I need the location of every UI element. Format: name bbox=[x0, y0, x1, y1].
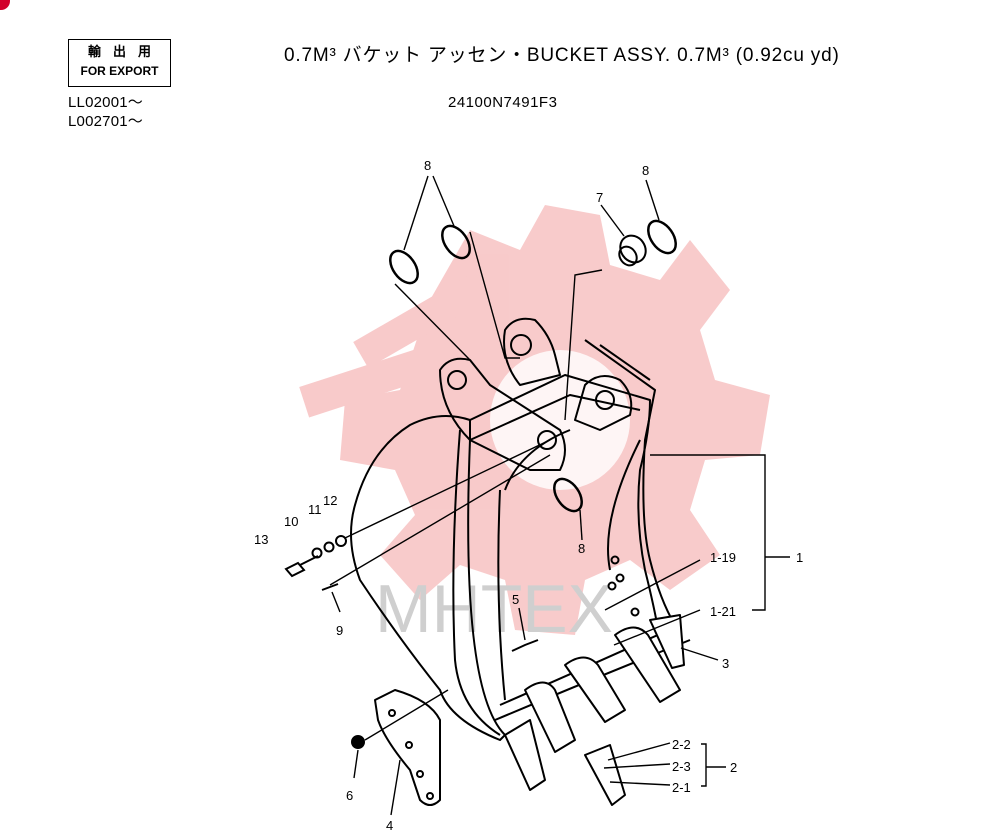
serial-range-1: LL02001～ bbox=[68, 94, 143, 111]
callout-2-1: 2-1 bbox=[672, 780, 691, 795]
callout-10: 10 bbox=[284, 514, 298, 529]
callout-8b: 8 bbox=[642, 163, 649, 178]
callout-12: 12 bbox=[323, 493, 337, 508]
callout-1-21: 1-21 bbox=[710, 604, 736, 619]
callout-2-3: 2-3 bbox=[672, 759, 691, 774]
page-corner-badge bbox=[0, 0, 10, 10]
callout-3: 3 bbox=[722, 656, 729, 671]
watermark-text: MHTEX bbox=[375, 571, 613, 647]
bushing-part bbox=[618, 234, 647, 267]
callout-5: 5 bbox=[512, 592, 519, 607]
leader-lines bbox=[329, 175, 790, 816]
callout-2-2: 2-2 bbox=[672, 737, 691, 752]
callout-6: 6 bbox=[346, 788, 353, 803]
page-title: 0.7M³ バケット アッセン・BUCKET ASSY. 0.7M³ (0.92… bbox=[284, 45, 840, 66]
bucket-teeth bbox=[504, 614, 685, 806]
o-ring-parts bbox=[389, 219, 677, 513]
callout-1-19: 1-19 bbox=[710, 550, 736, 565]
callout-4: 4 bbox=[386, 818, 393, 833]
export-label-box: 輸出用 FOR EXPORT bbox=[68, 39, 171, 87]
export-label-en: FOR EXPORT bbox=[80, 64, 159, 78]
callout-13: 13 bbox=[254, 532, 268, 547]
callout-2: 2 bbox=[730, 760, 737, 775]
fastener-parts bbox=[284, 535, 539, 749]
callout-9: 9 bbox=[336, 623, 343, 638]
bracket-holes bbox=[388, 334, 640, 800]
callout-11: 11 bbox=[308, 502, 322, 517]
bucket-body bbox=[350, 317, 691, 806]
assembly-part-number: 24100N7491F3 bbox=[448, 94, 558, 111]
callout-labels: 8 8 7 8 13 10 11 12 9 5 1-19 1 1-21 3 2-… bbox=[254, 158, 803, 833]
callout-8c: 8 bbox=[578, 541, 585, 556]
callout-1: 1 bbox=[796, 550, 803, 565]
serial-range-2: L002701～ bbox=[68, 113, 143, 130]
export-label-jp: 輸出用 bbox=[87, 44, 163, 59]
callout-8a: 8 bbox=[424, 158, 431, 173]
callout-7: 7 bbox=[596, 190, 603, 205]
